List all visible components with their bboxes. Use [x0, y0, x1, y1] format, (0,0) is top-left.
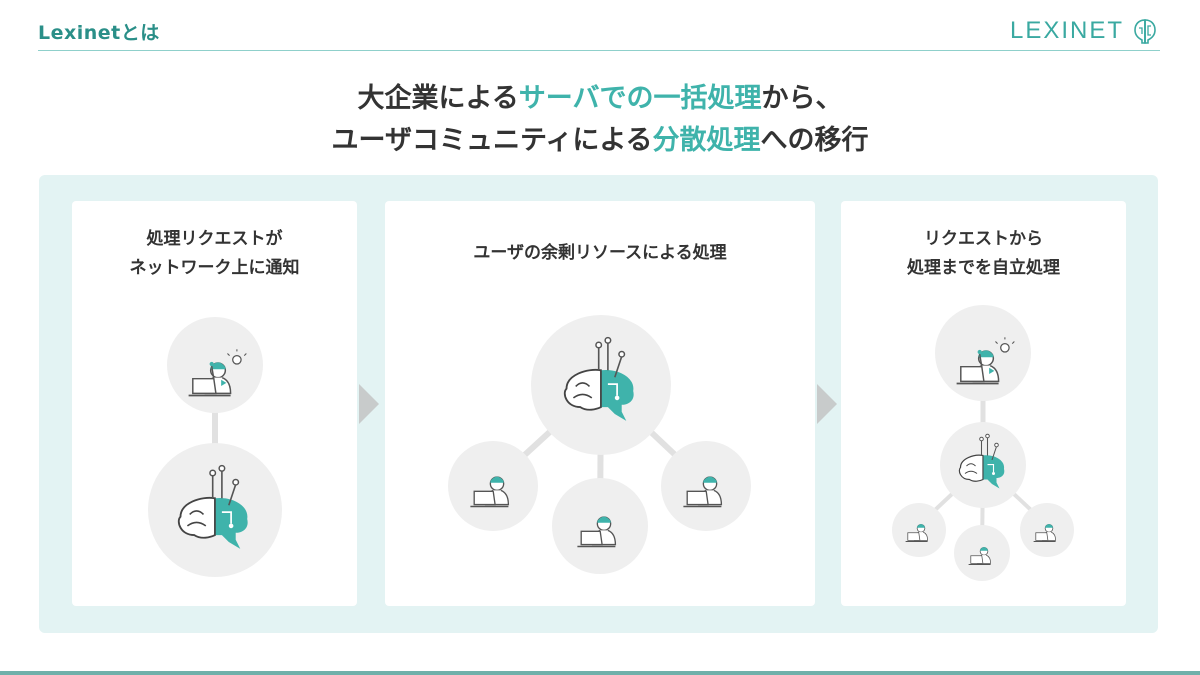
brand-logo: LEXINET — [1010, 16, 1160, 46]
autonomous-illustration — [892, 305, 1074, 581]
headline-highlight: 分散処理 — [652, 125, 761, 156]
card-title: ユーザの余剰リソースによる処理 — [385, 239, 815, 268]
headline-text: から、 — [761, 83, 843, 114]
distributed-illustration — [448, 315, 751, 574]
headline-line-1: 大企業によるサーバでの一括処理から、 — [0, 78, 1200, 120]
headline-text: ユーザコミュニティによる — [331, 125, 653, 156]
headline-text: 大企業による — [357, 83, 519, 114]
header: Lexinetとは LEXINET — [38, 14, 1160, 52]
page-title: Lexinetとは — [38, 22, 160, 44]
headline: 大企業によるサーバでの一括処理から、 ユーザコミュニティによる分散処理への移行 — [0, 78, 1200, 162]
step-card-autonomous: リクエストから 処理までを自立処理 — [841, 201, 1126, 606]
card-title: 処理リクエストが ネットワーク上に通知 — [72, 225, 357, 283]
headline-text: への移行 — [760, 125, 869, 156]
step-card-notify: 処理リクエストが ネットワーク上に通知 — [72, 201, 357, 606]
card-title-line: 処理リクエストが — [146, 229, 283, 249]
card-title-line: 処理までを自立処理 — [907, 258, 1060, 278]
lexinet-logo-icon — [1134, 19, 1156, 44]
header-divider — [38, 50, 1160, 51]
next-arrow-icon — [817, 384, 837, 424]
card-title-line: ユーザの余剰リソースによる処理 — [473, 243, 727, 263]
step-card-distributed: ユーザの余剰リソースによる処理 — [385, 201, 815, 606]
headline-line-2: ユーザコミュニティによる分散処理への移行 — [0, 120, 1200, 162]
footer-divider — [0, 671, 1200, 675]
headline-highlight: サーバでの一括処理 — [518, 83, 762, 114]
card-title: リクエストから 処理までを自立処理 — [841, 225, 1126, 283]
card-title-line: リクエストから — [924, 229, 1043, 249]
card-title-line: ネットワーク上に通知 — [129, 258, 300, 278]
notify-illustration — [148, 317, 282, 577]
brand-wordmark: LEXINET — [1009, 17, 1124, 44]
next-arrow-icon — [359, 384, 379, 424]
